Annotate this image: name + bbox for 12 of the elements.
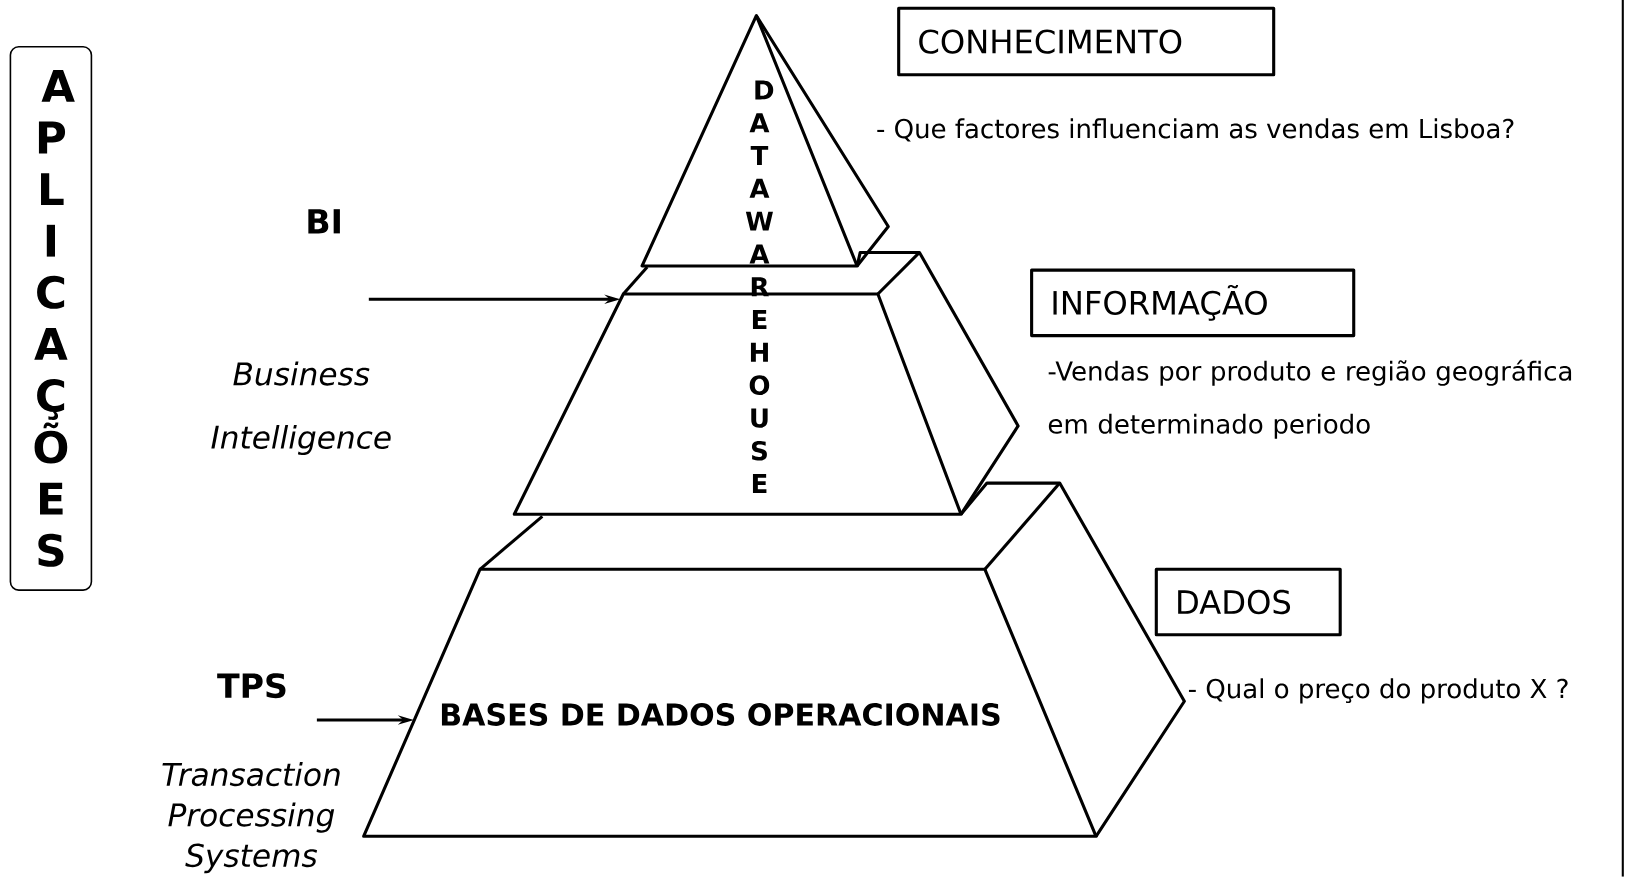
label: Transaction Processing Systems bbox=[162, 762, 340, 874]
question-text: -Vendas por produto e região geográfica em determinado periodo bbox=[1048, 359, 1572, 439]
pyramid-tier bbox=[640, 14, 890, 268]
level-box: DADOS bbox=[1154, 567, 1342, 637]
side-label-box: APLICAÇÕES bbox=[9, 46, 93, 591]
label: BI bbox=[308, 209, 340, 234]
question-text: - Qual o preço do produto X ? bbox=[1188, 678, 1568, 704]
label: Business Intelligence bbox=[211, 361, 391, 456]
label: TPS bbox=[217, 673, 286, 699]
level-box: INFORMAÇÃO bbox=[1030, 268, 1356, 338]
question-text: - Que factores influenciam as vendas em Lisboa? bbox=[877, 118, 1514, 142]
level-box: CONHECIMENTO bbox=[897, 6, 1276, 77]
